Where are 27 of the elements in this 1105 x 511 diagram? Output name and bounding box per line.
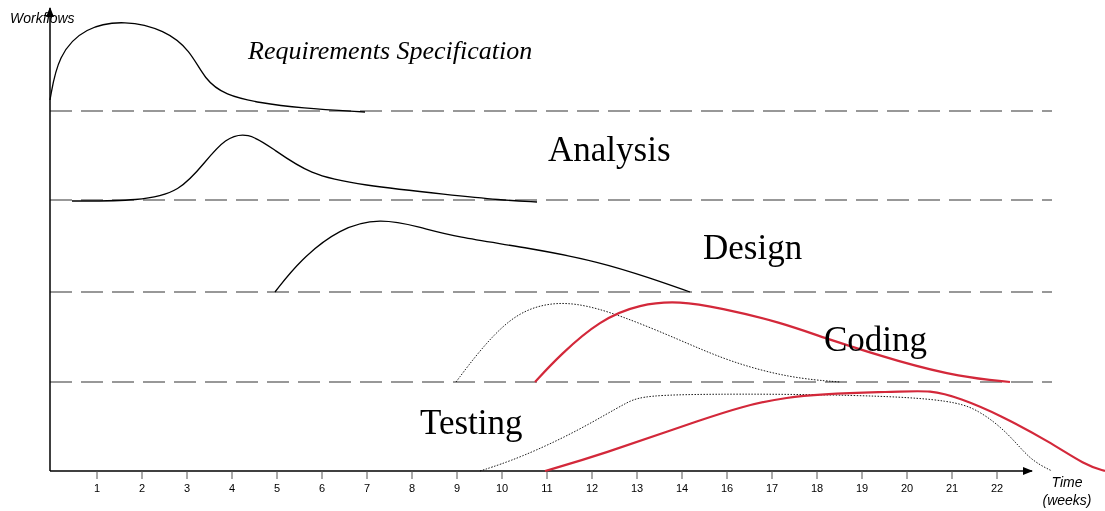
tick-label: 17 — [765, 483, 779, 494]
tick-label: 22 — [990, 483, 1004, 494]
tick-label: 10 — [495, 483, 509, 494]
tick-label: 11 — [541, 483, 553, 494]
tick-label: 2 — [138, 483, 146, 494]
tick-label: 3 — [183, 483, 191, 494]
tick-label: 12 — [585, 483, 599, 494]
tick-label: 18 — [810, 483, 824, 494]
tick-label: 20 — [900, 483, 914, 494]
tick-label: 7 — [363, 483, 371, 494]
axis-title: Time (weeks) — [1041, 474, 1093, 509]
tick-label: 16 — [720, 483, 734, 494]
phase-label: Analysis — [548, 132, 671, 167]
phase-label: Design — [703, 230, 803, 265]
tick-label: 5 — [273, 483, 281, 494]
tick-label: 8 — [408, 483, 416, 494]
tick-label: 21 — [945, 483, 959, 494]
tick-label: 19 — [855, 483, 869, 494]
phase-label: Testing — [420, 405, 523, 440]
tick-label: 4 — [228, 483, 236, 494]
tick-label: 9 — [453, 483, 461, 494]
tick-label: 13 — [630, 483, 644, 494]
phase-label: Coding — [824, 322, 928, 357]
tick-label: 6 — [318, 483, 326, 494]
phase-label: Requirements Specification — [248, 38, 533, 64]
tick-label: 1 — [93, 483, 101, 494]
tick-label: 14 — [675, 483, 689, 494]
